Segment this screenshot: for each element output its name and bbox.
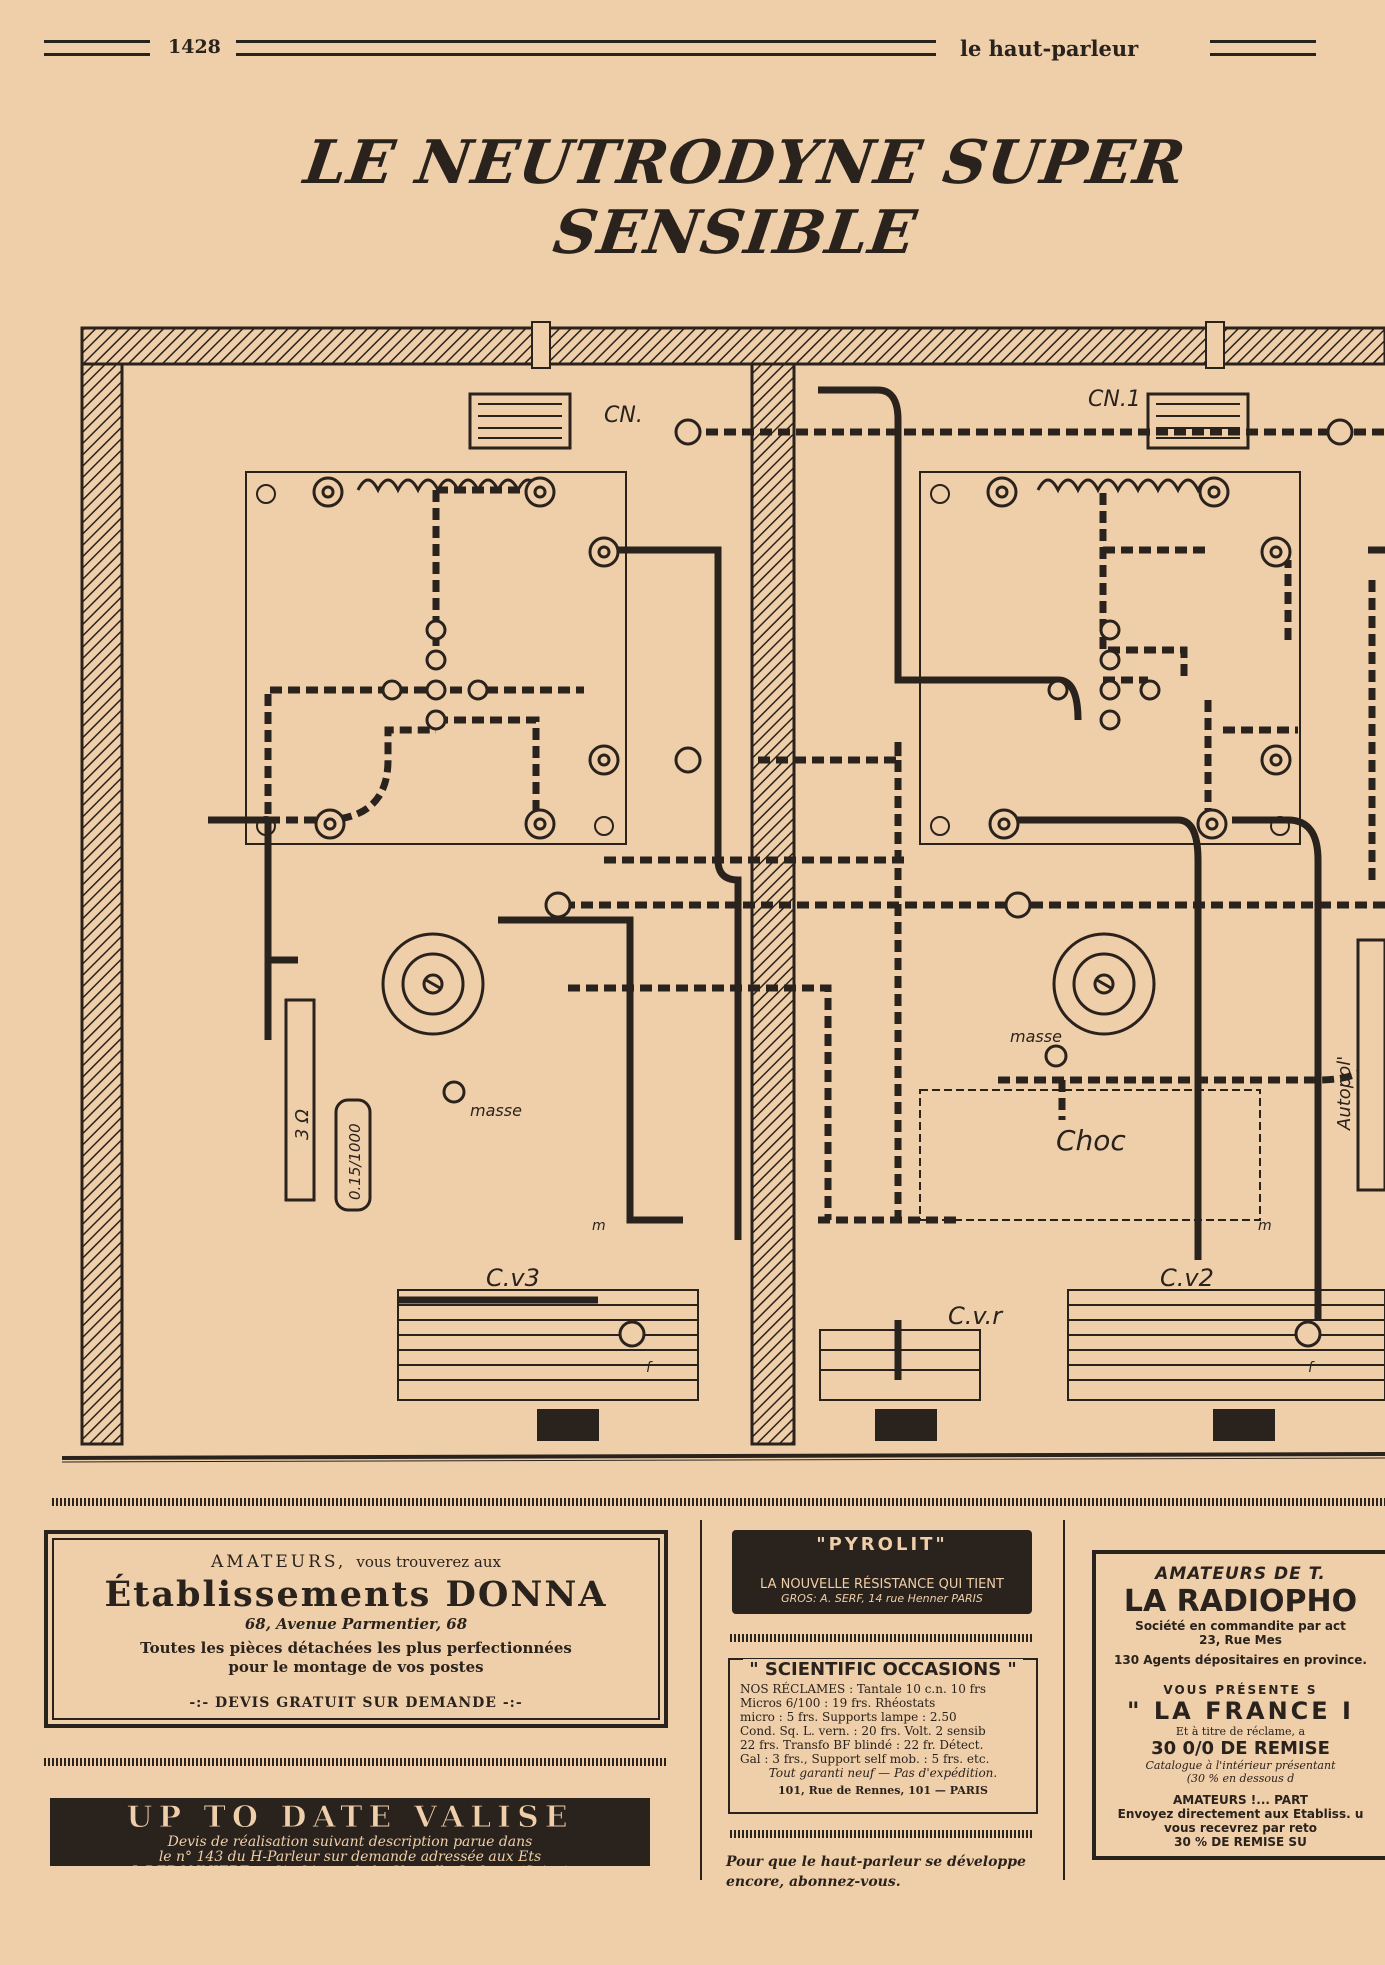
label-cv3: C.v3 (486, 1264, 540, 1292)
radio-line-15: 30 % DE REMISE SU (1174, 1835, 1307, 1849)
label-cvr: C.v.r (948, 1302, 1004, 1330)
header-rule-left (44, 40, 150, 56)
label-choc: Choc (1056, 1124, 1126, 1157)
scientific-line-1: NOS RÉCLAMES : Tantale 10 c.n. 10 frs (740, 1682, 987, 1696)
column-divider-2 (1063, 1520, 1065, 1880)
scientific-address: 101, Rue de Rennes, 101 — PARIS (778, 1784, 988, 1797)
masse-terminal-right (1044, 1044, 1068, 1068)
radio-line-11: (30 % en dessous d (1186, 1772, 1295, 1785)
label-masse-right: masse (1010, 1027, 1062, 1046)
radio-line-12: AMATEURS !... PART (1173, 1793, 1308, 1807)
neutro-capacitor-left (468, 321, 572, 450)
label-f-left: f (646, 1360, 653, 1376)
radio-name: LA RADIOPHO (1123, 1584, 1358, 1619)
donna-amateurs: AMATEURS, (210, 1552, 347, 1572)
autopol-component (1356, 938, 1385, 1192)
lamp-socket-left (381, 932, 485, 1036)
label-resistor: 3 Ω (292, 1109, 313, 1140)
valise-line-3: J. DEBONNIERE et Cie 21 rue de la Chapel… (131, 1864, 569, 1880)
coil-spring-left (356, 478, 540, 494)
valise-line-1: Devis de réalisation suivant description… (167, 1834, 533, 1850)
scientific-guarantee: Tout garanti neuf — Pas d'expédition. (768, 1766, 998, 1780)
article-title: LE NEUTRODYNE SUPER SENSIBLE (299, 128, 1190, 268)
scientific-line-3: micro : 5 frs. Supports lampe : 2.50 (740, 1710, 957, 1724)
label-masse-left: masse (470, 1101, 522, 1120)
pyrolit-title: "PYROLIT" (816, 1534, 948, 1555)
donna-desc: Toutes les pièces détachées les plus per… (48, 1639, 664, 1677)
column-divider-1 (700, 1520, 702, 1880)
terminal-f-left (618, 1320, 646, 1348)
radio-line-5: 130 Agents dépositaires en province. (1114, 1653, 1367, 1667)
wiring-diagram: CN. CN.1 masse masse 3 Ω 0.15/1000 Choc … (61, 321, 1385, 1463)
label-f-right: f (1308, 1360, 1315, 1376)
ad-divider-left (44, 1758, 668, 1766)
fixed-capacitor (334, 1098, 372, 1212)
radio-line-4: 23, Rue Mes (1199, 1633, 1282, 1647)
radio-line-3: Société en commandite par act (1135, 1619, 1346, 1633)
masse-terminal-left (442, 1080, 466, 1104)
radio-line-7: " LA FRANCE I (1127, 1697, 1354, 1725)
solid-wiring (208, 386, 1385, 1380)
donna-intro-text: vous trouverez aux (356, 1553, 501, 1571)
header-rule-center (236, 40, 936, 56)
terminals (312, 418, 1354, 919)
coil-spring-right (1036, 478, 1220, 494)
donna-name: Établissements DONNA (104, 1574, 608, 1615)
radio-line-8: Et à titre de réclame, a (1175, 1725, 1306, 1738)
scientific-line-4: Cond. Sq. L. vern. : 20 frs. Volt. 2 sen… (740, 1724, 986, 1738)
scientific-line-5: 22 frs. Transfo BF blindé : 22 fr. Détec… (740, 1738, 984, 1752)
scientific-line-6: Gal : 3 frs., Support self mob. : 5 frs.… (740, 1752, 990, 1766)
radio-line-9: 30 0/0 DE REMISE (1151, 1738, 1330, 1759)
terminal-f-right (1294, 1320, 1322, 1348)
pyrolit-tagline: LA NOUVELLE RÉSISTANCE QUI TIENT (760, 1577, 1004, 1592)
donna-devis: -:- DEVIS GRATUIT SUR DEMANDE -:- (189, 1695, 523, 1711)
ad-scientific-occasions: " SCIENTIFIC OCCASIONS " NOS RÉCLAMES : … (728, 1658, 1038, 1814)
resistor (284, 998, 316, 1202)
label-autopol: Autopol' (1334, 1056, 1355, 1131)
variable-capacitor-cvr (819, 1329, 981, 1441)
valise-line-2: le n° 143 du H-Parleur sur demande adres… (158, 1849, 542, 1865)
lamp-socket-right (1052, 932, 1156, 1036)
donna-desc-2: pour le montage de vos postes (228, 1658, 484, 1676)
ad-donna: AMATEURS, vous trouverez aux Établissemen… (44, 1530, 668, 1728)
journal-title: le haut-parleur (960, 36, 1139, 61)
choke (919, 1089, 1261, 1221)
ad-abonnez: Pour que le haut-parleur se développe en… (726, 1854, 1026, 1890)
page-number: 1428 (168, 36, 221, 58)
neutro-capacitor-right (1146, 321, 1250, 450)
label-cn1: CN.1 (1088, 387, 1141, 412)
label-m-right: m (1258, 1218, 1272, 1234)
valise-title: UP TO DATE VALISE (126, 1800, 574, 1836)
scientific-body: NOS RÉCLAMES : Tantale 10 c.n. 10 frs Mi… (730, 1680, 1036, 1766)
pyrolit-gros: GROS: A. SERF, 14 rue Henner PARIS (781, 1592, 983, 1605)
label-cn-left: CN. (604, 403, 643, 428)
scientific-line-2: Micros 6/100 : 19 frs. Rhéostats (740, 1696, 936, 1710)
ad-valise: UP TO DATE VALISE Devis de réalisation s… (50, 1798, 650, 1880)
header-rule-right (1210, 40, 1316, 56)
ad-divider-middle-1 (730, 1634, 1032, 1642)
ad-pyrolit: "PYROLIT" LA NOUVELLE RÉSISTANCE QUI TIE… (732, 1530, 1032, 1614)
radio-line-1: AMATEURS DE T. (1155, 1564, 1326, 1584)
donna-desc-1: Toutes les pièces détachées les plus per… (140, 1639, 572, 1657)
label-capacitor: 0.15/1000 (346, 1123, 364, 1200)
scientific-title: " SCIENTIFIC OCCASIONS " (743, 1659, 1023, 1680)
radio-line-6: VOUS PRÉSENTE S (1163, 1683, 1318, 1697)
label-m-left: m (592, 1218, 606, 1234)
variable-capacitor-cv2 (1067, 1289, 1385, 1441)
ads-separator (52, 1498, 1385, 1506)
radio-line-13: Envoyez directement aux Etabliss. u (1117, 1807, 1364, 1821)
donna-intro: AMATEURS, vous trouverez aux (48, 1552, 664, 1572)
ad-divider-middle-2 (730, 1830, 1032, 1838)
variable-capacitor-cv3 (397, 1289, 699, 1441)
radio-line-14: vous recevrez par reto (1163, 1821, 1318, 1835)
ad-radiophonie: AMATEURS DE T. LA RADIOPHO Société en co… (1092, 1550, 1385, 1860)
coil-board-right (919, 471, 1301, 845)
radio-line-10: Catalogue à l'intérieur présentant (1145, 1759, 1336, 1772)
label-cv2: C.v2 (1160, 1264, 1214, 1292)
donna-address: 68, Avenue Parmentier, 68 (244, 1615, 468, 1633)
